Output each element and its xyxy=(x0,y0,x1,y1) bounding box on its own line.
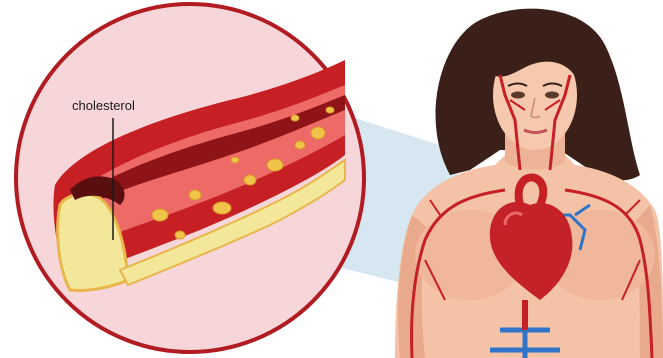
plaque-deposit xyxy=(189,190,201,200)
plaque-deposit xyxy=(175,231,185,239)
plaque-deposit xyxy=(311,127,325,139)
left-eye xyxy=(511,92,525,99)
plaque-deposit xyxy=(291,115,299,121)
right-eye xyxy=(545,92,559,99)
plaque-deposit xyxy=(326,107,334,113)
plaque-deposit xyxy=(295,141,305,149)
magnified-artery-view: cholesterol xyxy=(16,4,364,352)
plaque-deposit xyxy=(152,209,168,221)
plaque-deposit xyxy=(244,175,256,185)
plaque-deposit xyxy=(231,157,239,163)
plaque-deposit xyxy=(267,159,283,171)
plaque-deposit xyxy=(213,202,231,214)
callout-label: cholesterol xyxy=(72,98,135,113)
